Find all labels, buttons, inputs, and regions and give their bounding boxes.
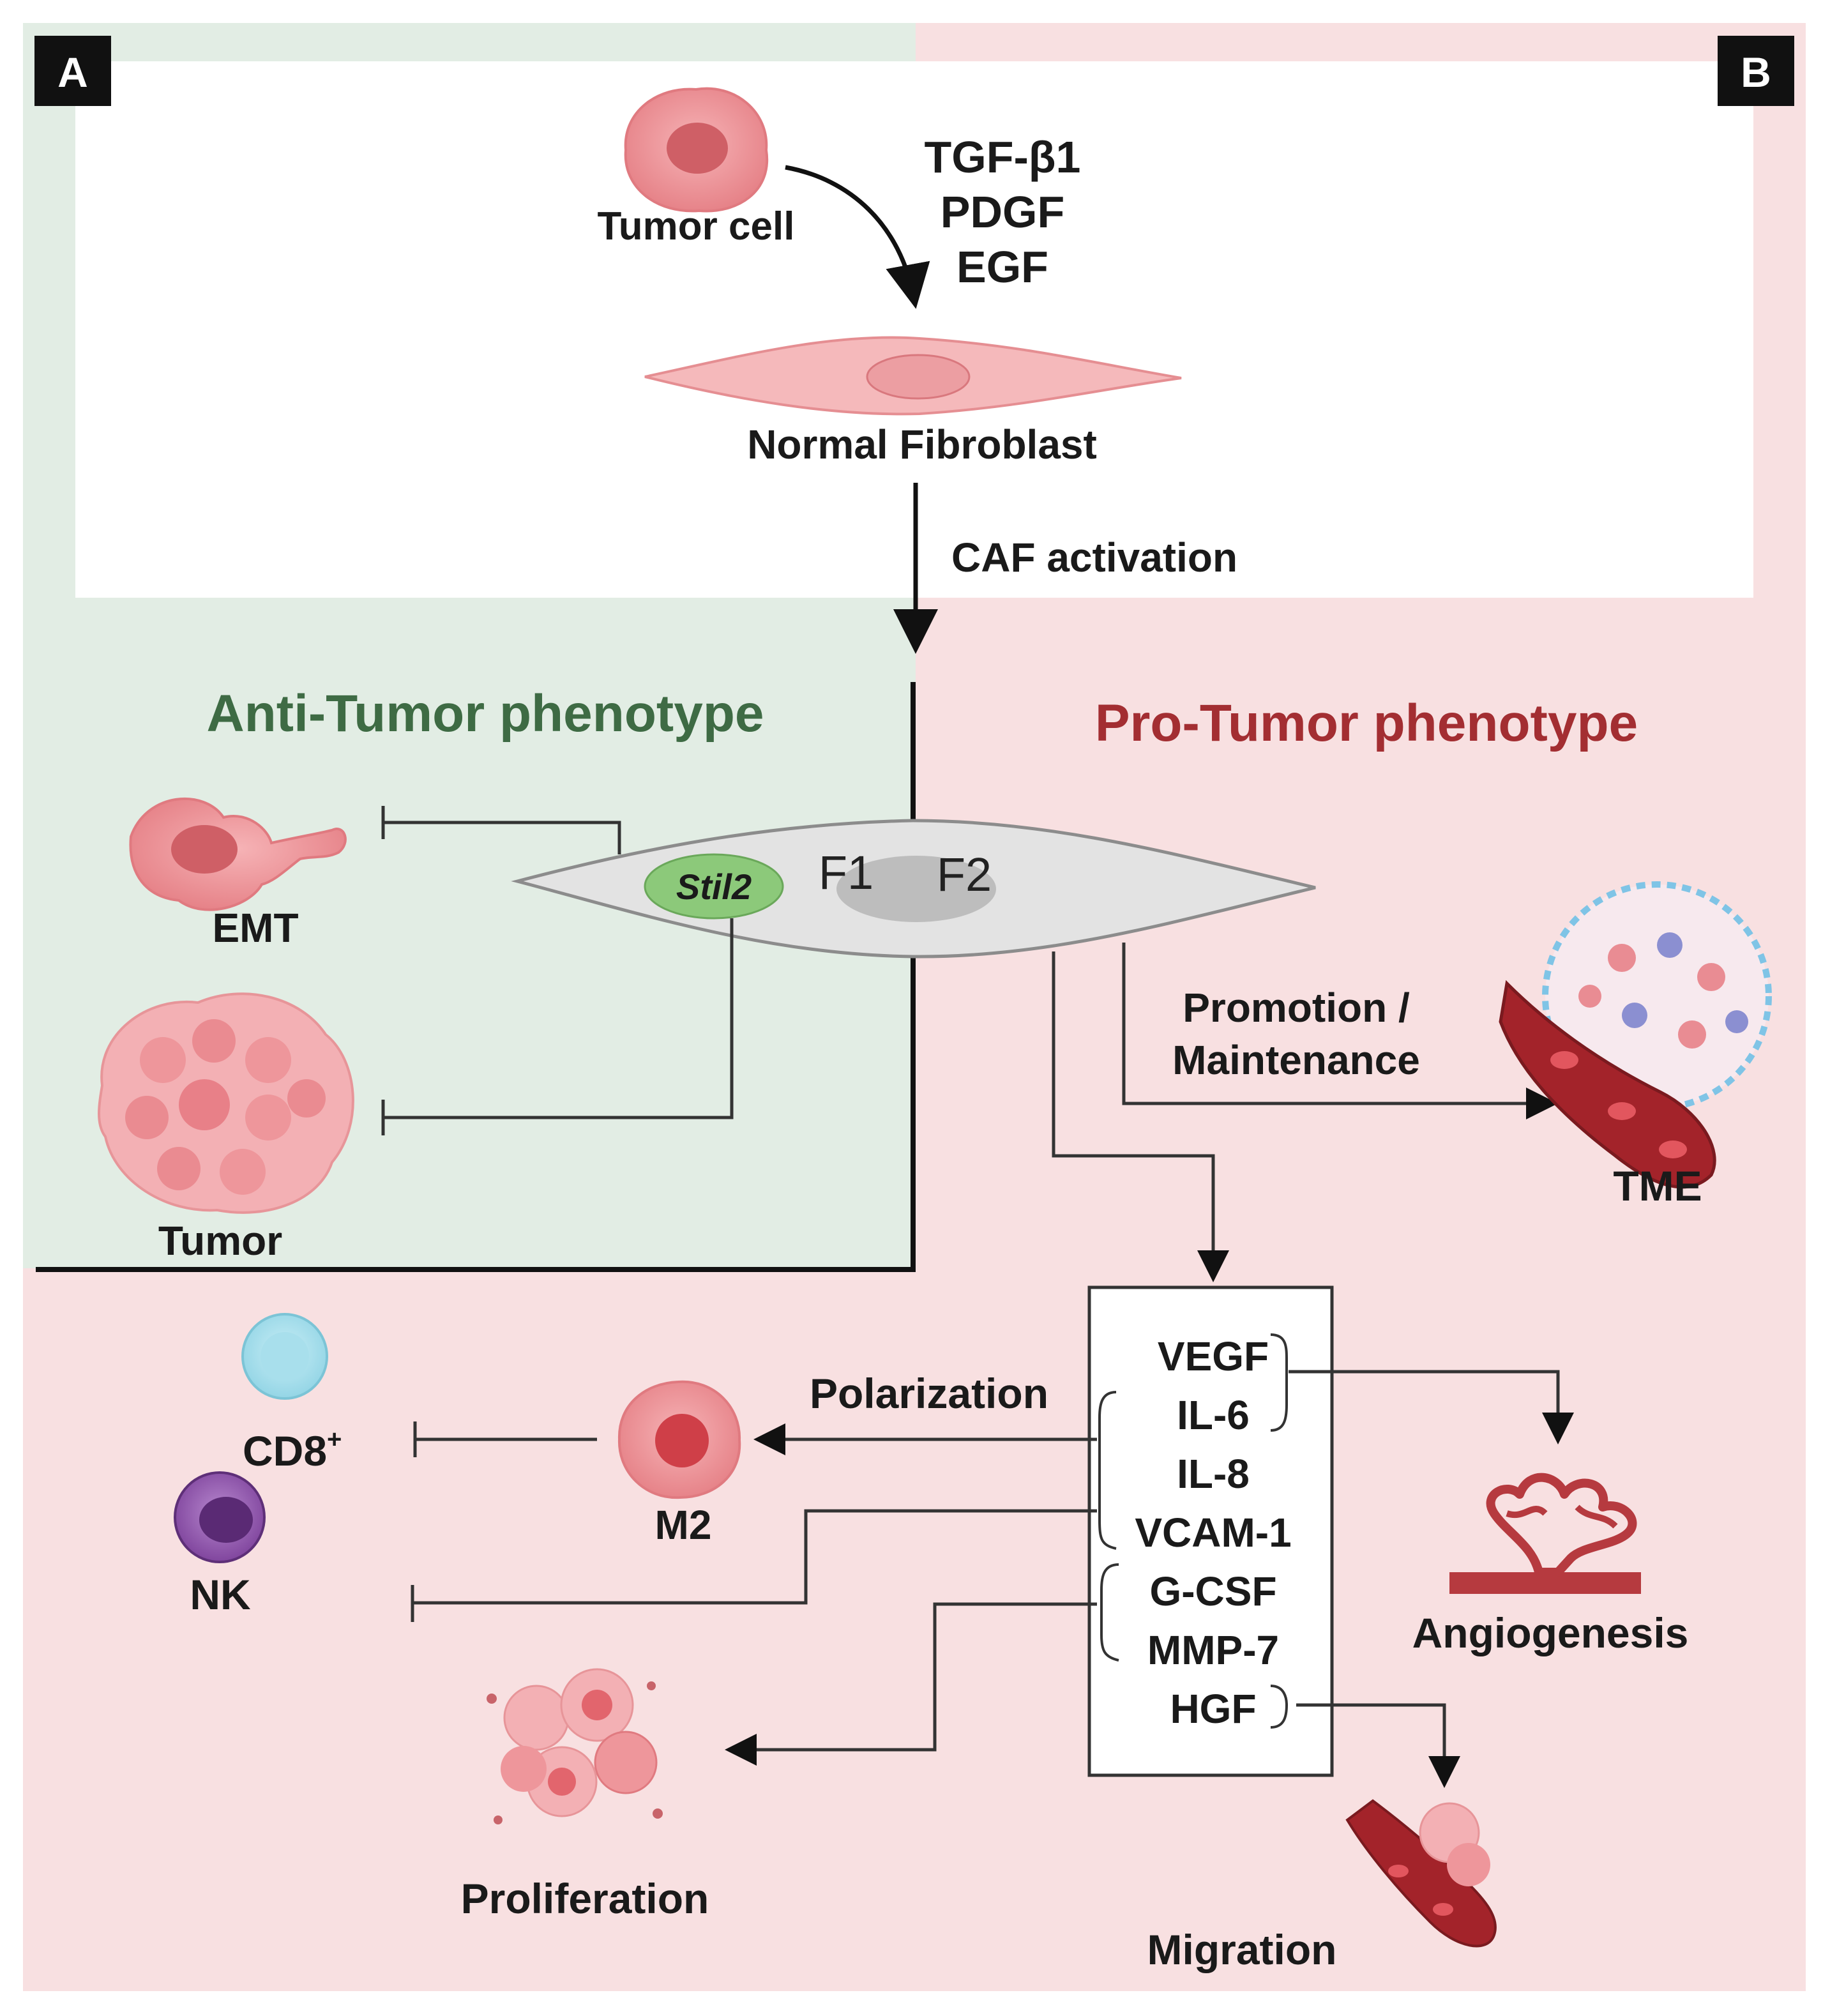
normal-fibroblast-label: Normal Fibroblast xyxy=(747,421,1097,467)
stil2-inhibits-tumor-line xyxy=(383,918,734,1119)
tumor-label: Tumor xyxy=(158,1218,282,1264)
factors-to-migration-arrow xyxy=(1296,1703,1460,1788)
panel-b-lower-background xyxy=(23,1268,916,1991)
tme-label: TME xyxy=(1613,1162,1702,1209)
nk-label: NK xyxy=(190,1571,251,1618)
migration-icon xyxy=(1345,1799,1497,1948)
angiogenesis-label: Angiogenesis xyxy=(1412,1609,1689,1656)
pro-tumor-title: Pro-Tumor phenotype xyxy=(1095,694,1638,752)
nk-cell-icon xyxy=(174,1471,266,1563)
factors-to-proliferation-arrow xyxy=(725,1602,1097,1766)
stil2-inhibits-emt-line xyxy=(383,821,621,854)
factor-vegf: VEGF xyxy=(1158,1333,1269,1379)
bracket-il6-vcam1 xyxy=(1098,1391,1117,1550)
factor-egf: EGF xyxy=(957,242,1048,292)
factor-il8: IL-8 xyxy=(1177,1451,1250,1497)
m2-macrophage-icon xyxy=(617,1380,741,1499)
secreted-factors-box xyxy=(1087,1285,1334,1777)
emt-cell-icon xyxy=(129,797,347,911)
factor-tgf-beta1: TGF-β1 xyxy=(925,132,1081,182)
proliferation-label: Proliferation xyxy=(461,1875,709,1922)
bracket-gcsf-mmp7 xyxy=(1100,1563,1119,1662)
factor-mmp7: MMP-7 xyxy=(1147,1627,1279,1673)
tumor-mass-icon xyxy=(98,992,354,1214)
bracket-vegf-il6 xyxy=(1270,1333,1288,1432)
m2-label: M2 xyxy=(655,1502,712,1548)
migration-label: Migration xyxy=(1147,1926,1337,1973)
polarization-label: Polarization xyxy=(810,1370,1048,1417)
panel-a-badge xyxy=(34,36,111,106)
proliferation-icon xyxy=(487,1668,663,1824)
tme-icon xyxy=(1499,881,1772,1189)
factor-gcsf: G-CSF xyxy=(1149,1568,1276,1614)
factors-inhibit-nk-line xyxy=(412,1509,1097,1605)
factor-hgf: HGF xyxy=(1170,1686,1256,1732)
panel-b-label: B xyxy=(1741,49,1771,96)
f1-label: F1 xyxy=(819,846,873,899)
panel-b-badge xyxy=(1718,36,1794,106)
bracket-hgf xyxy=(1270,1685,1289,1729)
cd8-t-cell-icon xyxy=(241,1313,328,1400)
tumor-cell-label: Tumor cell xyxy=(598,204,795,248)
tumor-cell-icon xyxy=(624,87,769,213)
maintenance-label: Maintenance xyxy=(1172,1037,1420,1083)
promotion-label: Promotion / xyxy=(1183,985,1410,1031)
caf-to-tme-arrow xyxy=(1122,943,1558,1119)
normal-fibroblast-icon xyxy=(644,336,1182,416)
angiogenesis-icon xyxy=(1449,1473,1641,1594)
stil2-label: Stil2 xyxy=(676,867,752,907)
cd8-label: CD8+ xyxy=(243,1425,342,1474)
emt-label: EMT xyxy=(212,905,298,951)
panel-a-label: A xyxy=(57,49,88,96)
caf-to-factors-arrow xyxy=(1052,951,1229,1282)
caf-activation-label: CAF activation xyxy=(951,534,1237,580)
factors-to-angiogenesis-arrow xyxy=(1289,1370,1574,1444)
factor-pdgf: PDGF xyxy=(941,187,1064,237)
anti-tumor-title: Anti-Tumor phenotype xyxy=(206,685,764,743)
tumor-to-fibroblast-arrow xyxy=(785,165,930,309)
factor-il6: IL-6 xyxy=(1177,1392,1250,1438)
factor-vcam1: VCAM-1 xyxy=(1135,1510,1291,1556)
stil2-marker xyxy=(644,853,784,920)
f2-label: F2 xyxy=(937,848,992,901)
